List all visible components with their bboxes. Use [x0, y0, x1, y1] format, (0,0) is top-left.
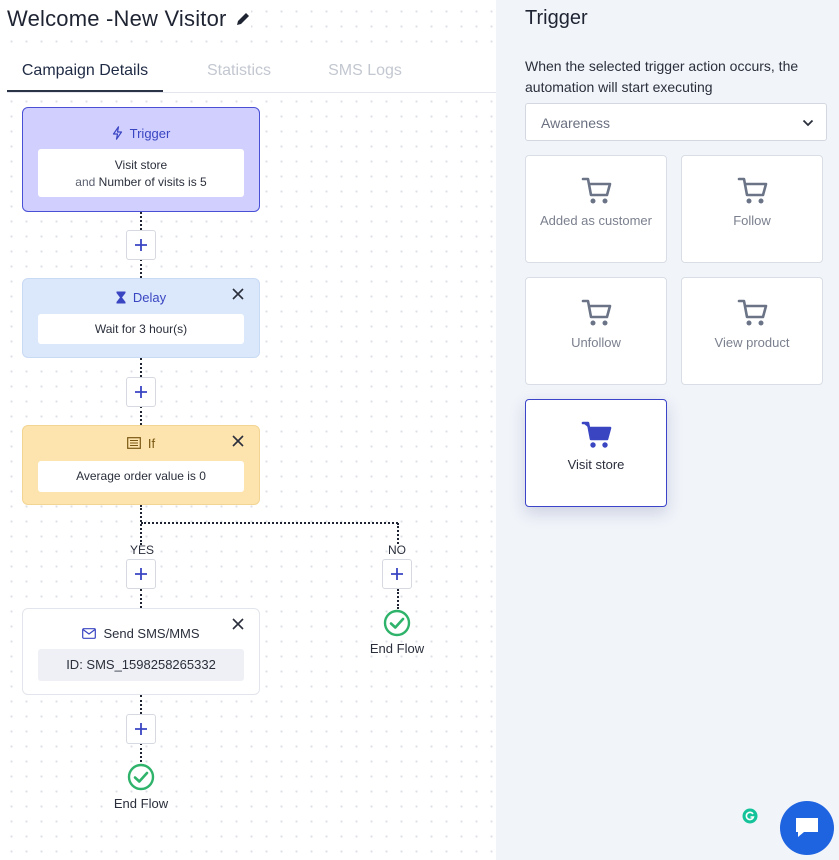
connector-line	[140, 589, 142, 608]
sms-node-header: Send SMS/MMS	[23, 625, 259, 641]
trigger-option-label: Follow	[733, 213, 771, 228]
add-step-button[interactable]	[126, 714, 156, 744]
trigger-option-view-product[interactable]: View product	[681, 277, 823, 385]
sms-node-label: Send SMS/MMS	[103, 625, 200, 641]
add-step-button[interactable]	[126, 230, 156, 260]
cart-icon	[581, 421, 612, 448]
if-node-label: If	[147, 435, 156, 451]
plus-icon	[391, 568, 403, 580]
delay-node-header: Delay	[23, 289, 259, 305]
chevron-down-icon	[802, 119, 814, 127]
trigger-category-select[interactable]: Awareness	[525, 103, 827, 141]
plus-icon	[135, 568, 147, 580]
trigger-node-label: Trigger	[129, 125, 171, 141]
end-flow-label: End Flow	[113, 796, 169, 811]
end-flow-label: End Flow	[369, 641, 425, 656]
pencil-icon[interactable]	[235, 11, 251, 27]
branch-yes-label: YES	[130, 543, 155, 557]
delay-node[interactable]: Delay Wait for 3 hour(s)	[22, 278, 260, 358]
add-step-button[interactable]	[126, 377, 156, 407]
trigger-condition-prefix: and	[75, 175, 96, 189]
connector-line	[140, 358, 142, 377]
connector-line	[140, 212, 142, 230]
delay-node-label: Delay	[132, 289, 167, 305]
add-step-button[interactable]	[126, 559, 156, 589]
sms-node[interactable]: Send SMS/MMS ID: SMS_1598258265332	[22, 608, 260, 695]
trigger-node-body: Visit store and Number of visits is 5	[38, 149, 244, 197]
plus-icon	[135, 386, 147, 398]
bolt-icon	[112, 126, 122, 140]
tab-sms-logs[interactable]: SMS Logs	[328, 62, 402, 79]
trigger-option-unfollow[interactable]: Unfollow	[525, 277, 667, 385]
check-circle-icon	[383, 609, 411, 637]
panel-description: When the selected trigger action occurs,…	[525, 58, 799, 95]
sms-node-body: ID: SMS_1598258265332	[38, 649, 244, 681]
close-icon[interactable]	[231, 434, 245, 448]
connector-line	[140, 695, 142, 714]
plus-icon	[135, 239, 147, 251]
trigger-option-label: Unfollow	[571, 335, 621, 350]
if-node-header: If	[23, 435, 259, 451]
tab-campaign-details[interactable]: Campaign Details	[7, 54, 163, 92]
cart-icon	[581, 177, 612, 204]
tab-bar: Campaign Details Statistics SMS Logs	[7, 54, 496, 93]
hourglass-icon	[116, 291, 126, 303]
trigger-option-label: Visit store	[567, 457, 625, 472]
connector-line	[140, 259, 142, 278]
if-node[interactable]: If Average order value is 0	[22, 425, 260, 505]
trigger-option-follow[interactable]: Follow	[681, 155, 823, 263]
connector-line	[140, 743, 142, 762]
connector-line	[140, 406, 142, 425]
trigger-condition-text: Number of visits is 5	[98, 175, 207, 189]
close-icon[interactable]	[231, 287, 245, 301]
trigger-event: Visit store	[114, 158, 168, 172]
trigger-node-header: Trigger	[23, 125, 259, 141]
panel-title: Trigger	[525, 7, 588, 29]
list-icon	[126, 437, 141, 449]
plus-icon	[135, 723, 147, 735]
envelope-icon	[82, 627, 97, 639]
add-step-button[interactable]	[382, 559, 412, 589]
delay-node-body: Wait for 3 hour(s)	[38, 314, 244, 344]
select-value: Awareness	[541, 115, 611, 131]
cart-icon	[737, 299, 768, 326]
connector-line	[140, 505, 142, 545]
if-node-body: Average order value is 0	[38, 461, 244, 492]
cart-icon	[581, 299, 612, 326]
trigger-node[interactable]: Trigger Visit store and Number of visits…	[22, 107, 260, 212]
page-title: Welcome -New Visitor	[7, 6, 227, 31]
chat-icon	[796, 818, 818, 837]
connector-line	[397, 589, 399, 609]
trigger-option-label: Added as customer	[539, 213, 652, 228]
grammarly-icon[interactable]	[742, 808, 758, 824]
check-circle-icon	[127, 763, 155, 791]
chat-button[interactable]	[780, 801, 834, 855]
branch-no-label: NO	[388, 543, 406, 557]
trigger-condition: and Number of visits is 5	[38, 174, 244, 191]
tab-statistics[interactable]: Statistics	[206, 62, 271, 79]
connector-line	[141, 522, 398, 524]
trigger-option-added-as-customer[interactable]: Added as customer	[525, 155, 667, 263]
trigger-option-label: View product	[714, 335, 790, 350]
trigger-option-visit-store[interactable]: Visit store	[525, 399, 667, 507]
title-row: Welcome -New Visitor	[7, 4, 251, 34]
connector-line	[397, 523, 399, 544]
close-icon[interactable]	[231, 617, 245, 631]
cart-icon	[737, 177, 768, 204]
